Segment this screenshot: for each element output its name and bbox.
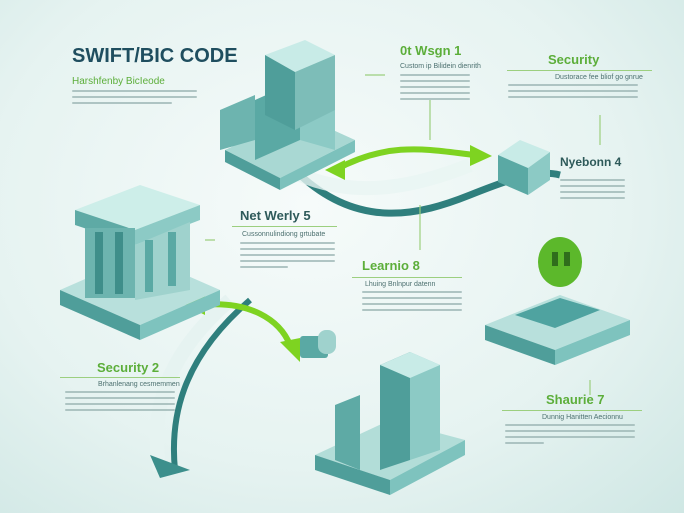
office-building-bottom: [315, 352, 465, 495]
section-heading-5: Net Werly 5: [240, 208, 311, 223]
section-text-security-2: [65, 387, 175, 415]
section-text-5: [240, 238, 335, 272]
section-sub-security-2: Brhanlenang cesmemmen: [98, 381, 180, 388]
section-text-security: [508, 80, 638, 102]
section-sub-8: Lhuing Bnlnpur datenn: [365, 281, 436, 288]
section-text-1: [400, 70, 470, 104]
bank-building: [60, 185, 220, 340]
section-heading-1: 0t Wsgn 1: [400, 43, 462, 58]
arrow-down-icon: [150, 455, 190, 478]
section-heading-security-2: Security 2: [97, 360, 160, 375]
section-sub-security: Dustorace fee bliof go gnrue: [555, 74, 643, 81]
section-heading-4: Nyebonn 4: [560, 155, 622, 169]
office-building-top: [220, 40, 355, 190]
section-sub-1: Custom ip Bilidein dienrith: [400, 63, 481, 70]
section-text-4: [560, 175, 625, 203]
server-box: [300, 330, 336, 358]
secure-platform: [485, 237, 630, 365]
section-heading-security: Security: [548, 52, 600, 67]
section-sub-7: Dunnig Hanitten Aecionnu: [542, 414, 623, 421]
section-text-7: [505, 420, 635, 448]
security-badge-icon: [538, 237, 582, 287]
flow-ribbon-bottom: [170, 297, 252, 471]
main-title: SWIFT/BIC CODE: [72, 45, 238, 67]
section-sub-5: Cussonnulindiong grtubate: [242, 231, 326, 238]
gateway-box: [498, 140, 550, 195]
arrow-right-icon: [333, 146, 476, 173]
section-text-8: [362, 287, 462, 315]
intro-text: [72, 86, 197, 108]
main-subtitle: Harshfenby BicIeode: [72, 76, 165, 87]
section-heading-7: Shaurie 7: [546, 392, 605, 407]
section-heading-8: Learnio 8: [362, 258, 420, 273]
